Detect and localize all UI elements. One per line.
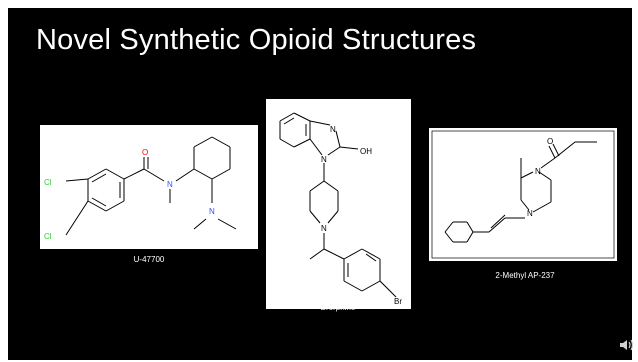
ap237-structure-svg: O N N <box>431 130 615 259</box>
brorphine-caption: Brorphine <box>320 303 356 312</box>
brorphine-structure-svg: N N OH N Br <box>279 112 402 306</box>
slide-title: Novel Synthetic Opioid Structures <box>36 24 477 56</box>
nitrogen-label: N <box>330 125 336 134</box>
u47700-structure-image: Cl Cl O N N <box>40 125 258 249</box>
speaker-icon[interactable] <box>618 336 636 354</box>
ap237-structure-image: O N N <box>429 128 617 261</box>
hydroxyl-label: OH <box>360 147 372 156</box>
u47700-structure-svg: Cl Cl O N N <box>44 136 237 241</box>
nitrogen-label: N <box>209 207 215 216</box>
oxygen-label: O <box>547 137 553 146</box>
bromine-label: Br <box>394 297 402 306</box>
nitrogen-label: N <box>527 209 533 218</box>
cl-label: Cl <box>44 178 52 187</box>
nitrogen-label: N <box>535 167 541 176</box>
slide: Novel Synthetic Opioid Structures <box>8 8 634 360</box>
cl-label: Cl <box>44 232 52 241</box>
nitrogen-label: N <box>321 155 327 164</box>
nitrogen-label: N <box>167 180 173 189</box>
oxygen-label: O <box>142 148 148 157</box>
brorphine-structure-image: N N OH N Br <box>266 99 411 309</box>
u47700-caption: U-47700 <box>133 255 165 264</box>
ap237-caption: 2-Methyl AP-237 <box>495 271 555 280</box>
nitrogen-label: N <box>321 224 327 233</box>
